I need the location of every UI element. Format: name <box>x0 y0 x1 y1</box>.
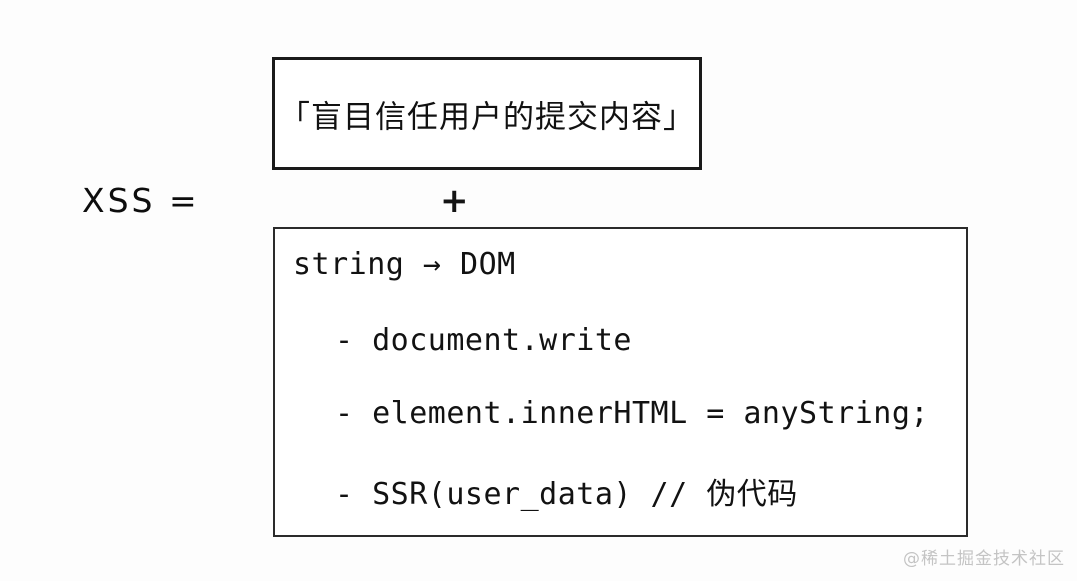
sink-item-document-write: - document.write <box>335 323 632 358</box>
trust-condition-box: 「盲目信任用户的提交内容」 <box>268 57 702 174</box>
xss-equation-label: XSS = <box>82 181 200 220</box>
watermark-text: @稀土掘金技术社区 <box>903 549 1065 569</box>
sink-item-ssr: - SSR(user_data) // 伪代码 <box>335 477 798 512</box>
sink-heading: string → DOM <box>293 247 516 282</box>
dom-sink-list: string → DOM - document.write - element.… <box>293 247 956 513</box>
plus-operator: + <box>440 181 469 221</box>
dom-sink-box: string → DOM - document.write - element.… <box>273 227 968 537</box>
trust-condition-text: 「盲目信任用户的提交内容」 <box>279 99 695 135</box>
sink-item-inner-html: - element.innerHTML = anyString; <box>335 396 929 431</box>
